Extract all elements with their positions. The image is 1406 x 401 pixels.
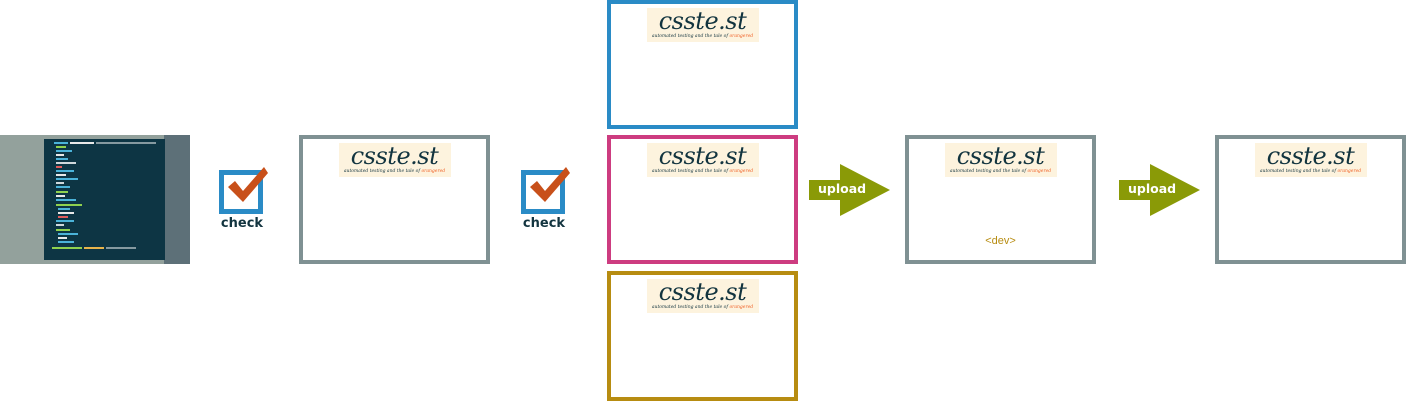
dev-environment-label: <dev> (985, 235, 1016, 247)
csstest-logo: csste.st automated testing and the tale … (338, 142, 451, 177)
logo-name: csste.st (956, 142, 1045, 170)
upload-label: upload (818, 181, 867, 196)
logo-tagline: automated testing and the tale of orange… (1259, 169, 1362, 174)
csstest-logo: csste.st automated testing and the tale … (646, 142, 759, 177)
browser-preview-gold: csste.st automated testing and the tale … (607, 271, 798, 401)
csstest-logo: csste.st automated testing and the tale … (1254, 142, 1367, 177)
logo-name: csste.st (658, 7, 747, 35)
production-frame: csste.st automated testing and the tale … (1215, 135, 1406, 264)
browser-preview-blue: csste.st automated testing and the tale … (607, 0, 798, 129)
checkbox-checked-icon (219, 170, 263, 214)
logo-name: csste.st (658, 142, 747, 170)
code-editor-thumbnail (0, 135, 190, 264)
checkmark-icon (530, 167, 570, 202)
logo-tagline: automated testing and the tale of orange… (651, 34, 754, 39)
browser-preview-pink: csste.st automated testing and the tale … (607, 135, 798, 264)
logo-tagline: automated testing and the tale of orange… (343, 169, 446, 174)
logo-name: csste.st (1266, 142, 1355, 170)
arrow-right-icon (1119, 164, 1200, 216)
csstest-logo: csste.st automated testing and the tale … (646, 278, 759, 313)
arrow-right-icon (809, 164, 890, 216)
upload-label: upload (1128, 181, 1177, 196)
logo-tagline: automated testing and the tale of orange… (949, 169, 1052, 174)
csstest-logo: csste.st automated testing and the tale … (944, 142, 1057, 177)
checkmark-icon (228, 167, 268, 202)
logo-name: csste.st (350, 142, 439, 170)
dev-server-frame: csste.st automated testing and the tale … (905, 135, 1096, 264)
logo-tagline: automated testing and the tale of orange… (651, 169, 754, 174)
logo-tagline: automated testing and the tale of orange… (651, 305, 754, 310)
check-label: check (522, 216, 566, 231)
checkbox-checked-icon (521, 170, 565, 214)
code-view (44, 139, 165, 260)
logo-name: csste.st (658, 278, 747, 306)
csstest-logo: csste.st automated testing and the tale … (646, 7, 759, 42)
editor-gutter (164, 135, 190, 264)
check-label: check (220, 216, 264, 231)
site-preview-frame: csste.st automated testing and the tale … (299, 135, 490, 264)
